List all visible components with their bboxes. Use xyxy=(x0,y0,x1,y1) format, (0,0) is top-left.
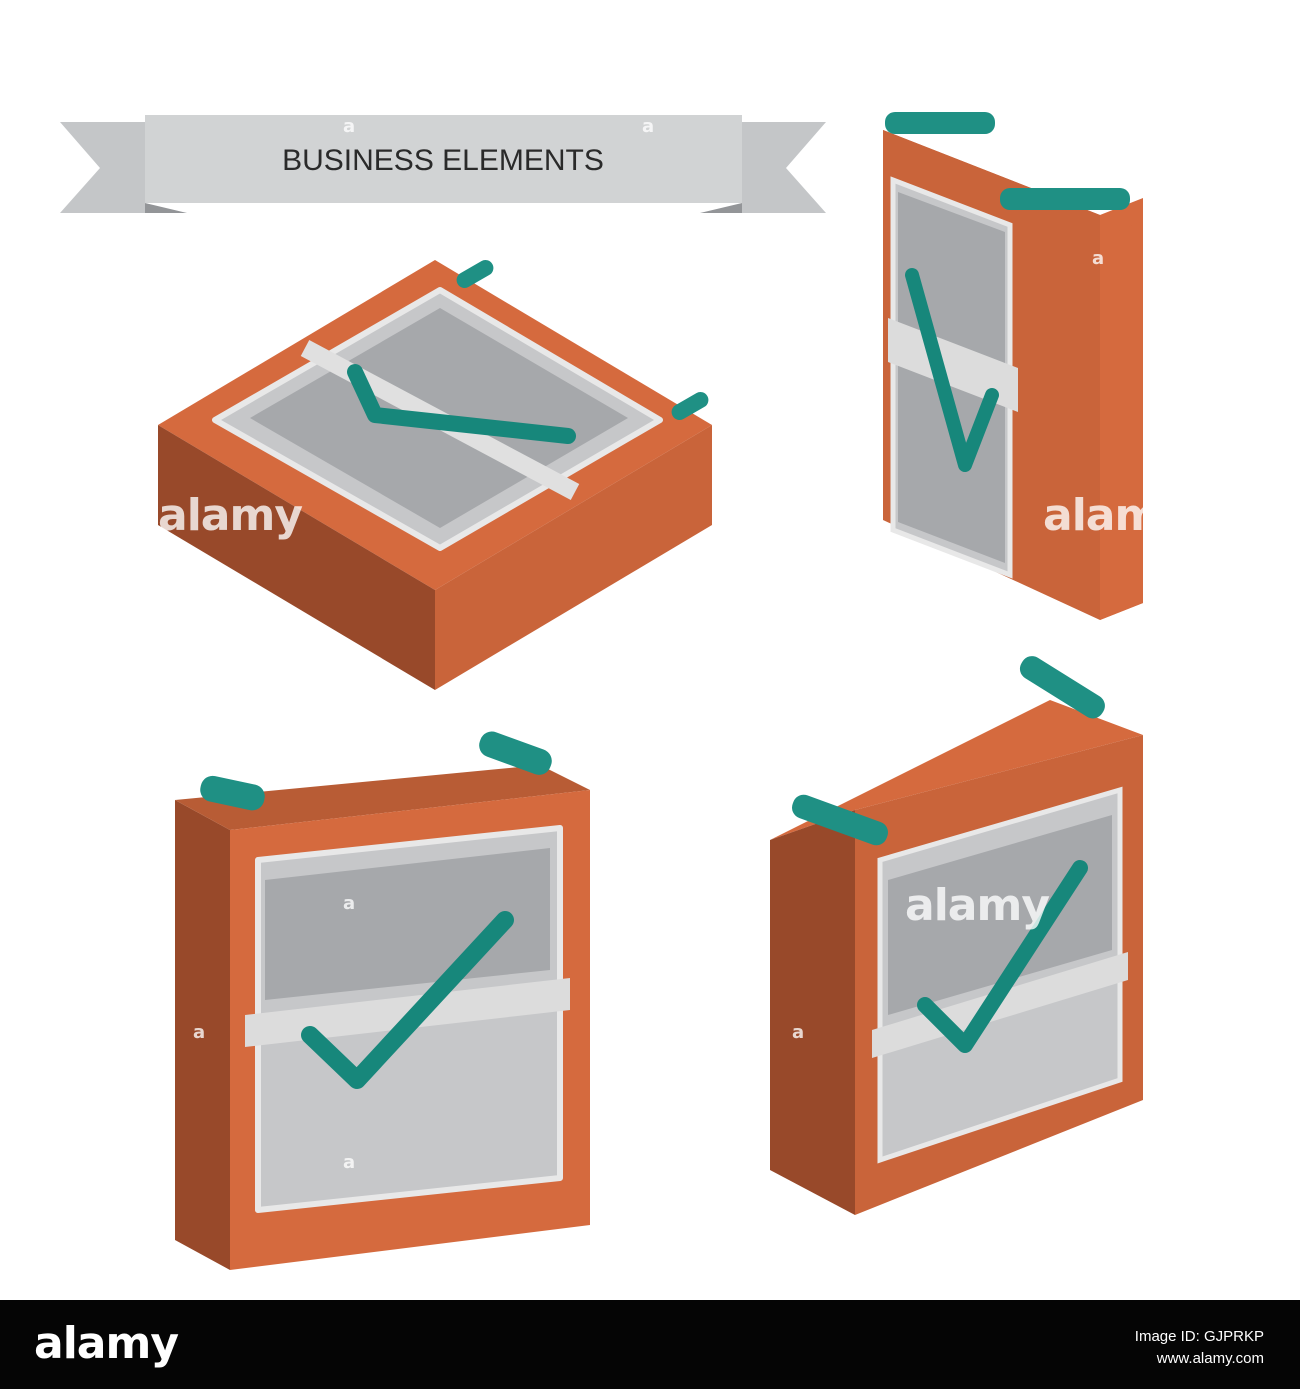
watermark-mark: a xyxy=(343,1152,356,1173)
watermark-mark: a xyxy=(642,116,655,137)
watermark-mark: a xyxy=(343,893,356,914)
watermark-logo: alamy xyxy=(905,880,1050,931)
watermark-mark: a xyxy=(792,1022,805,1043)
image-id-text: Image ID: GJPRKP xyxy=(1134,1328,1264,1345)
checklist-vertical-icon xyxy=(883,112,1143,620)
business-elements-illustration: BUSINESS ELEMENTS xyxy=(60,112,1143,1270)
watermark-mark: a xyxy=(343,116,356,137)
checklist-flat-icon xyxy=(158,260,712,690)
watermark-mark: a xyxy=(193,1022,206,1043)
watermark-logo: alamy xyxy=(1043,490,1188,541)
footer-bar: alamy Image ID: GJPRKP www.alamy.com xyxy=(0,1300,1300,1389)
ribbon-banner: BUSINESS ELEMENTS xyxy=(60,115,826,213)
watermark-mark: a xyxy=(643,1022,656,1043)
site-url-text: www.alamy.com xyxy=(1156,1350,1264,1367)
footer-info: Image ID: GJPRKP www.alamy.com xyxy=(1135,1326,1264,1370)
watermark-logo: alamy xyxy=(158,490,303,541)
checklist-angled-icon xyxy=(770,656,1143,1215)
banner-title: BUSINESS ELEMENTS xyxy=(282,144,604,177)
checklist-front-icon xyxy=(175,731,590,1270)
watermark-mark: a xyxy=(1092,248,1105,269)
footer-logo: alamy xyxy=(34,1318,179,1369)
